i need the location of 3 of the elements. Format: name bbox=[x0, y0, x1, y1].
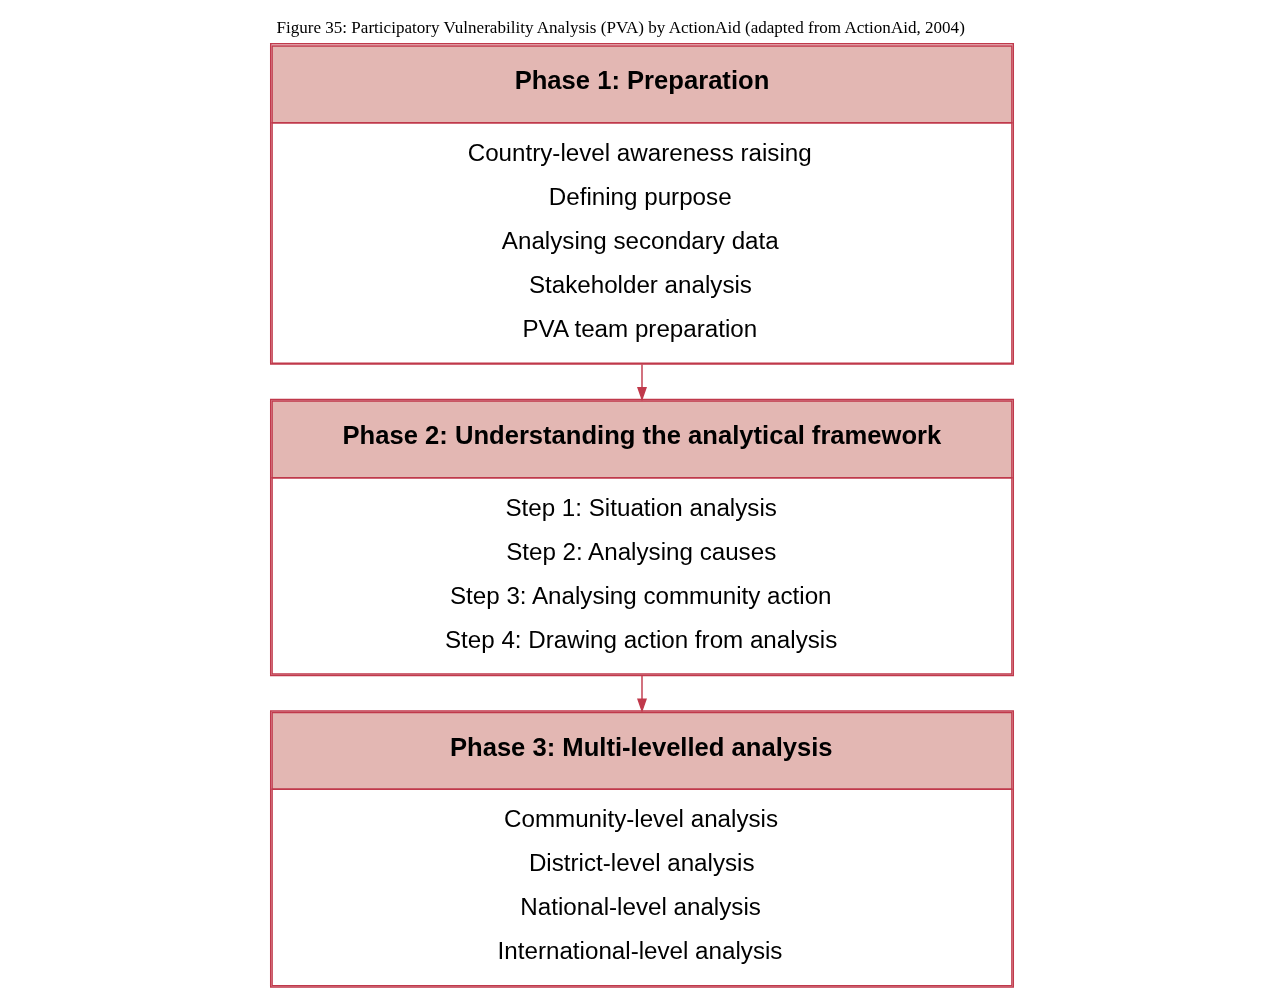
diagram-title: Figure 35: Participatory Vulnerability Analysis (PVA) by ActionAid (adapted from ActionAid, 2004) bbox=[276, 18, 965, 38]
arrow bbox=[637, 363, 647, 402]
arrow bbox=[637, 674, 647, 713]
